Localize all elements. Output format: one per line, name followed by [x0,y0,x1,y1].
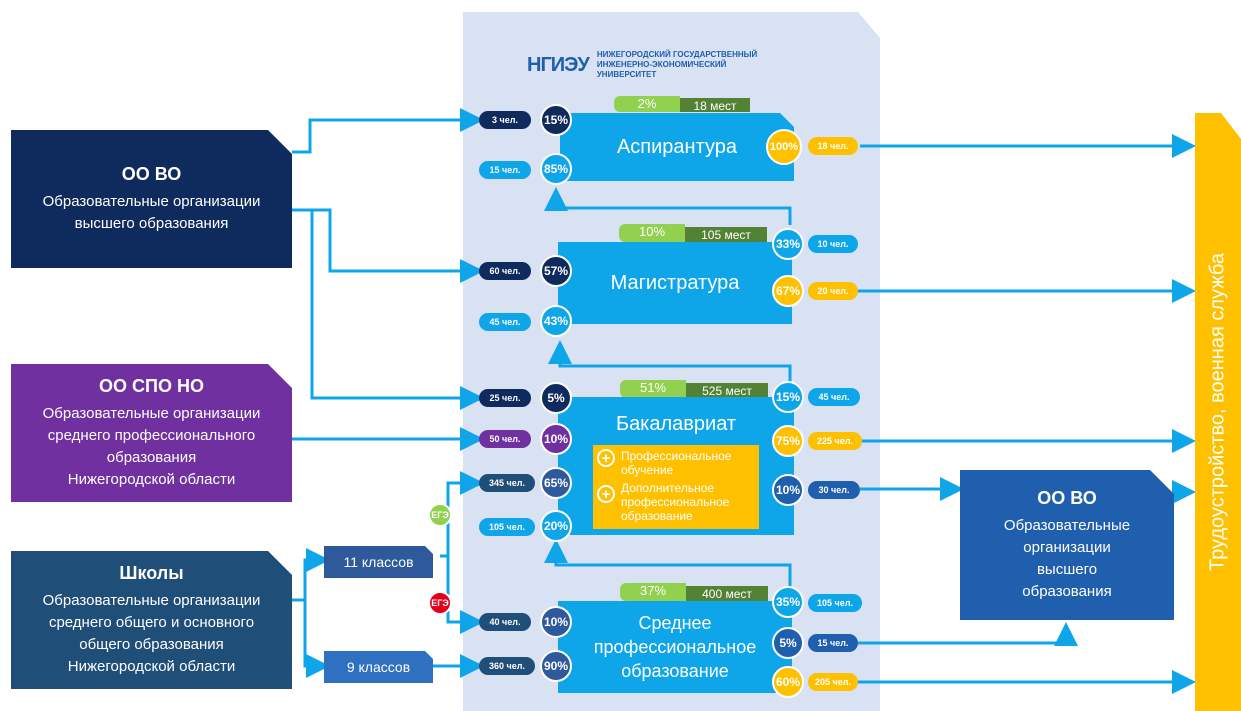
outflow-count: 20 чел. [808,282,858,300]
outflow-count: 225 чел. [808,432,862,450]
source-oo-vo-subtitle: Образовательные организации высшего обра… [42,192,261,232]
target-oo-vo-subtitle: Образовательные организации высшего обра… [1003,516,1131,600]
asp-places: 18 мест [680,98,750,113]
source-oo-spo: ОО СПО НО Образовательные организации ср… [11,364,292,502]
mag-places: 105 мест [685,227,767,242]
source-schools: Школы Образовательные организации средне… [11,551,292,689]
target-oo-vo: ОО ВО Образовательные организации высшег… [960,470,1174,620]
extra-additional-education: Дополнительное профессиональное образова… [621,481,730,523]
asp-share: 2% [614,96,680,112]
outflow-percent: 67% [772,275,804,307]
bak-places: 525 мест [686,383,768,398]
inflow-percent: 10% [540,423,572,455]
inflow-count: 25 чел. [479,389,531,407]
program-bakalavriat-label: Бакалавриат [615,413,737,435]
spo-places: 400 мест [686,586,768,601]
inflow-count: 105 чел. [479,518,535,536]
inflow-count: 15 чел. [479,161,531,179]
ege-marker: ЕГЭ [428,503,452,527]
inflow-count: 45 чел. [479,313,531,331]
outflow-count: 105 чел. [808,594,862,612]
inflow-percent: 43% [540,305,572,337]
logo-text: НИЖЕГОРОДСКИЙ ГОСУДАРСТВЕННЫЙ ИНЖЕНЕРНО-… [596,50,758,79]
program-magistratura: Магистратура [558,242,792,324]
logo-mark: НГИЭУ [527,53,590,76]
outflow-percent: 10% [772,474,804,506]
inflow-count: 3 чел. [479,111,531,129]
inflow-percent: 5% [540,382,572,414]
inflow-count: 50 чел. [479,430,531,448]
inflow-count: 60 чел. [479,262,531,280]
outflow-percent: 15% [772,381,804,413]
inflow-percent: 10% [540,606,572,638]
inflow-count: 40 чел. [479,613,531,631]
target-oo-vo-title: ОО ВО [1037,487,1097,508]
mag-share: 10% [619,224,685,242]
extra-professional-training: Профессиональное обучение [621,449,732,477]
inflow-percent: 90% [540,650,572,682]
source-schools-title: Школы [119,562,184,583]
outflow-percent: 35% [772,586,804,618]
inflow-percent: 57% [540,255,572,287]
program-spo-label: Среднее профессиональное образование [593,613,757,681]
outflow-count: 45 чел. [808,388,860,406]
outflow-percent: 5% [772,627,804,659]
ege-marker: ЕГЭ [428,591,452,615]
inflow-percent: 20% [540,510,572,542]
outflow-count: 15 чел. [808,634,858,652]
outflow-percent: 33% [772,228,804,260]
source-oo-spo-title: ОО СПО НО [99,375,204,396]
employment-bar: Трудоустройство, военная служба [1195,113,1241,711]
plus-icon: + [597,485,615,503]
inflow-count: 360 чел. [479,657,535,675]
inflow-percent: 65% [540,467,572,499]
outflow-count: 10 чел. [808,235,858,253]
university-logo: НГИЭУ НИЖЕГОРОДСКИЙ ГОСУДАРСТВЕННЫЙ ИНЖЕ… [527,50,757,80]
source-oo-vo-title: ОО ВО [121,163,182,184]
spo-share: 37% [620,583,686,601]
source-schools-subtitle: Образовательные организации среднего общ… [42,591,261,675]
inflow-count: 345 чел. [479,474,535,492]
program-aspirantura-label: Аспирантура [616,135,738,158]
grade-eleven: 11 классов [324,546,433,578]
outflow-count: 30 чел. [808,481,860,499]
program-magistratura-label: Магистратура [610,271,740,294]
outflow-percent: 60% [772,666,804,698]
source-oo-vo: ОО ВО Образовательные организации высшег… [11,130,292,268]
bak-share: 51% [620,380,686,398]
program-aspirantura: Аспирантура [560,113,794,181]
source-oo-spo-subtitle: Образовательные организации среднего про… [42,404,261,488]
outflow-count: 18 чел. [808,137,858,155]
grade-nine: 9 классов [324,651,433,683]
inflow-percent: 15% [540,104,572,136]
employment-label: Трудоустройство, военная служба [1206,253,1229,571]
inflow-percent: 85% [540,153,572,185]
outflow-percent: 100% [766,129,802,165]
outflow-count: 205 чел. [808,673,858,691]
outflow-percent: 75% [772,425,804,457]
plus-icon: + [597,449,615,467]
extra-programs: + Профессиональное обучение + Дополнител… [593,445,759,529]
program-spo: Среднее профессиональное образование [558,601,792,693]
